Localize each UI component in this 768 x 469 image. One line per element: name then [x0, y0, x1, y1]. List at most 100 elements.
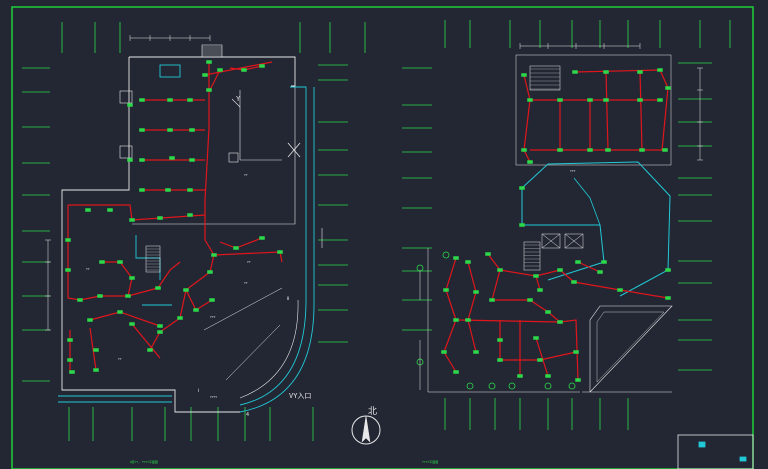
duct-box-top	[159, 64, 181, 78]
title-block-mark-2	[739, 456, 747, 462]
terminal-right	[453, 318, 459, 322]
terminal-right	[575, 260, 581, 264]
wall-left-right-plan	[427, 248, 580, 393]
terminal-right	[665, 86, 671, 90]
terminal-left	[259, 236, 265, 240]
pipe-right-17	[535, 337, 549, 377]
terminal-left	[117, 260, 123, 264]
title-block-mark	[698, 441, 706, 448]
terminal-left	[157, 330, 163, 334]
terminal-right	[485, 252, 491, 256]
pipe-right-16	[457, 319, 561, 323]
valve-circle	[466, 382, 474, 390]
terminal-left	[139, 128, 145, 132]
label-room-f: YY	[247, 260, 251, 264]
label-room-d: YYYY	[210, 395, 217, 399]
diag-wall	[203, 287, 283, 331]
equip-x	[541, 233, 561, 249]
terminal-left	[67, 358, 73, 362]
terminal-left	[189, 158, 195, 162]
drawing-labels: VY入口 北 Y YY YYY YY YYYY YY YY YYY YY 4 Ⅰ…	[86, 95, 576, 464]
terminal-right	[662, 148, 668, 152]
valve-circle	[488, 382, 496, 390]
terminal-left	[99, 260, 105, 264]
terminal-right	[557, 148, 563, 152]
pipe-left-16	[89, 327, 97, 371]
terminal-left	[202, 73, 208, 77]
label-room-e: YY	[118, 357, 122, 361]
terminal-right	[637, 70, 643, 74]
terminal-right	[587, 98, 593, 102]
terminal-right	[617, 288, 623, 292]
terminal-right	[473, 350, 479, 354]
terminal-left	[139, 158, 145, 162]
pipe-left-0	[204, 62, 210, 240]
terminal-left	[129, 218, 135, 222]
right-plan-title: YYYY平面图	[422, 460, 438, 464]
terminal-right	[465, 318, 471, 322]
terminal-left	[139, 98, 145, 102]
label-marker-two: Ⅱ	[287, 296, 289, 302]
label-room-c: YY	[244, 281, 248, 285]
label-room-b: YYY	[210, 315, 216, 319]
terminal-right	[572, 70, 578, 74]
terminal-right	[605, 148, 611, 152]
terminal-right	[443, 288, 449, 292]
terminal-right	[603, 70, 609, 74]
north-arrow-needle	[361, 415, 371, 443]
stair-right	[523, 241, 541, 271]
terminal-right	[657, 68, 663, 72]
label-north: 北	[368, 406, 377, 417]
terminal-right	[575, 378, 581, 382]
terminal-left	[187, 188, 193, 192]
right-upper-room	[515, 54, 672, 166]
terminal-left	[183, 288, 189, 292]
terminal-left	[241, 68, 247, 72]
terminal-right	[603, 98, 609, 102]
terminal-right	[537, 358, 543, 362]
terminal-left	[165, 188, 171, 192]
terminal-left	[211, 253, 217, 257]
terminal-left	[129, 276, 135, 280]
terminal-left	[93, 348, 99, 352]
terminal-left	[206, 60, 212, 64]
terminal-left	[65, 268, 71, 272]
pipe-left-19	[185, 289, 213, 311]
terminal-left	[193, 308, 199, 312]
terminal-right	[521, 148, 527, 152]
terminal-left	[69, 370, 75, 374]
pipe-right-4	[639, 71, 643, 151]
terminal-left	[127, 103, 133, 107]
glass-wall-right	[290, 86, 307, 300]
terminal-right	[465, 260, 471, 264]
pipe-right-3	[605, 71, 609, 151]
terminal-left	[139, 188, 145, 192]
equip-x	[564, 233, 584, 249]
terminal-right	[497, 358, 503, 362]
terminal-right	[453, 370, 459, 374]
pipe-left-2	[209, 69, 221, 91]
drawing-frame	[11, 6, 754, 469]
label-room-left-small: YY	[86, 267, 90, 271]
terminal-left	[85, 208, 91, 212]
duct-left-1	[135, 235, 161, 280]
valve-circle	[568, 382, 576, 390]
curved-wall	[239, 299, 299, 399]
origin-box	[228, 152, 239, 163]
equip-box-1	[541, 233, 561, 249]
terminal-left	[217, 68, 223, 72]
terminal-left	[127, 158, 133, 162]
pipe-left-11	[149, 317, 181, 351]
frame-border	[11, 6, 754, 469]
terminal-right	[533, 336, 539, 340]
pipe-right-9	[467, 261, 477, 353]
pipe-right-5	[574, 69, 669, 151]
diag-wall-2	[225, 324, 281, 381]
terminal-right	[545, 310, 551, 314]
terminal-left	[93, 368, 99, 372]
pipe-left-14	[89, 311, 161, 327]
pipe-right-18	[577, 261, 601, 273]
pipe-left-20	[219, 237, 263, 249]
pipe-right-11	[491, 269, 549, 313]
terminal-left	[117, 310, 123, 314]
